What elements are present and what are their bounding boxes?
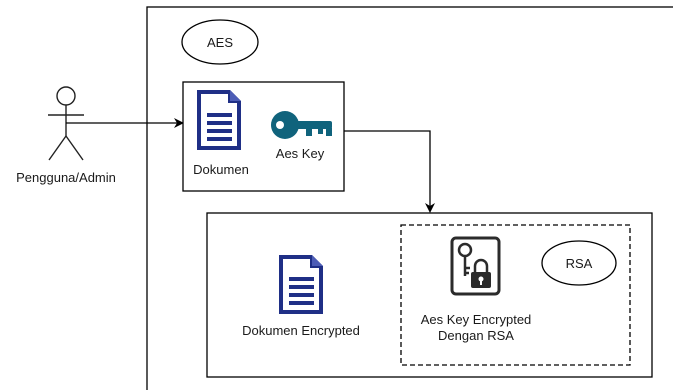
key-lock-icon (450, 236, 501, 296)
output-box (206, 212, 653, 378)
aes-ellipse (181, 19, 259, 65)
system-boundary (146, 6, 673, 390)
rsa-ellipse (541, 240, 617, 286)
encrypted-key-label-line2: Dengan RSA (438, 328, 514, 343)
key-icon (271, 111, 332, 139)
rsa-dashed-container (400, 224, 631, 366)
rsa-label: RSA (566, 256, 593, 271)
encrypted-key-label-line1: Aes Key Encrypted (421, 312, 532, 327)
actor-icon (48, 86, 84, 161)
encrypted-document-icon (279, 255, 323, 314)
document-label: Dokumen (193, 162, 249, 177)
encrypted-document-label: Dokumen Encrypted (242, 323, 360, 338)
aes-label: AES (207, 35, 233, 50)
actor-label: Pengguna/Admin (16, 170, 116, 185)
document-icon (197, 90, 241, 150)
input-to-output-arrow (344, 130, 435, 213)
key-label: Aes Key (276, 146, 325, 161)
